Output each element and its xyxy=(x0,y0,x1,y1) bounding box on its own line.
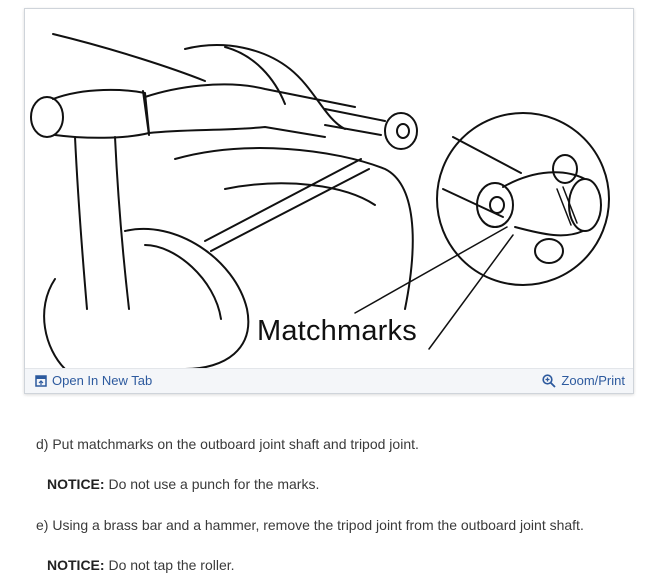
zoom-icon xyxy=(542,373,557,388)
open-in-new-tab-button[interactable]: Open In New Tab xyxy=(35,373,152,388)
notice-1: NOTICE: Do not use a punch for the marks… xyxy=(47,476,319,492)
figure-card: Matchmarks Open In New Tab Zoom/Print xyxy=(24,8,634,394)
notice-label: NOTICE: xyxy=(47,476,105,492)
step-e-text: e) Using a brass bar and a hammer, remov… xyxy=(36,517,584,533)
notice-2: NOTICE: Do not tap the roller. xyxy=(47,557,235,573)
figure-toolbar: Open In New Tab Zoom/Print xyxy=(25,368,633,393)
open-in-new-tab-label: Open In New Tab xyxy=(52,373,153,388)
open-in-new-tab-icon xyxy=(35,374,47,387)
matchmarks-illustration xyxy=(30,33,610,369)
notice-text: Do not use a punch for the marks. xyxy=(104,476,320,492)
matchmarks-label: Matchmarks xyxy=(257,315,417,347)
zoom-print-label: Zoom/Print xyxy=(561,373,625,388)
notice-label: NOTICE: xyxy=(47,557,105,573)
step-d-text: d) Put matchmarks on the outboard joint … xyxy=(36,436,419,452)
zoom-print-button[interactable]: Zoom/Print xyxy=(542,373,625,388)
notice-text: Do not tap the roller. xyxy=(104,557,235,573)
